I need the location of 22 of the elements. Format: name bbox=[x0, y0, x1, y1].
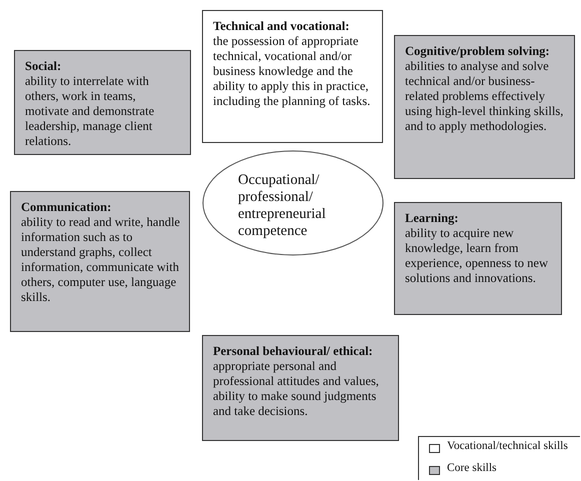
skill-box bbox=[202, 10, 383, 143]
legend-label: Core skills bbox=[447, 462, 497, 474]
legend-label: Vocational/technical skills bbox=[447, 440, 568, 452]
box-description: abilities to analyse and solve technical and/or business-related problems effectively using high-level thinking skills, and to apply methodologies. bbox=[405, 59, 564, 134]
competence-ellipse bbox=[202, 150, 384, 256]
box-description: ability to acquire new knowledge, learn from experience, openness to new solutions and innovations. bbox=[405, 226, 549, 286]
node-text: Occupational/ professional/ entrepreneurial competence bbox=[238, 172, 327, 240]
box-heading: Technical and vocational: bbox=[213, 19, 350, 34]
box-heading: Social: bbox=[25, 59, 62, 74]
box-heading: Learning: bbox=[405, 211, 460, 226]
skill-box bbox=[14, 50, 191, 155]
skill-box bbox=[394, 35, 575, 179]
box-heading: Cognitive/problem solving: bbox=[405, 44, 551, 59]
box-description: appropriate personal and professional attitudes and values, ability to make sound judgments and take decisions. bbox=[213, 359, 380, 419]
skill-box bbox=[202, 335, 399, 441]
box-description: ability to read and write, handle information such as to understand graphs, collect information, communicate with others, computer use, language skills. bbox=[21, 215, 181, 305]
box-heading: Communication: bbox=[21, 200, 112, 215]
skill-box bbox=[10, 191, 190, 332]
box-description: ability to interrelate with others, work in teams, motivate and demonstrate leadership, manage client relations. bbox=[25, 74, 156, 149]
box-description: the possession of appropriate technical, vocational and/or business knowledge and the ability to apply this in practice, including the planning of tasks. bbox=[213, 34, 372, 109]
box-heading: Personal behavioural/ ethical: bbox=[213, 344, 374, 359]
skill-box bbox=[394, 202, 562, 315]
